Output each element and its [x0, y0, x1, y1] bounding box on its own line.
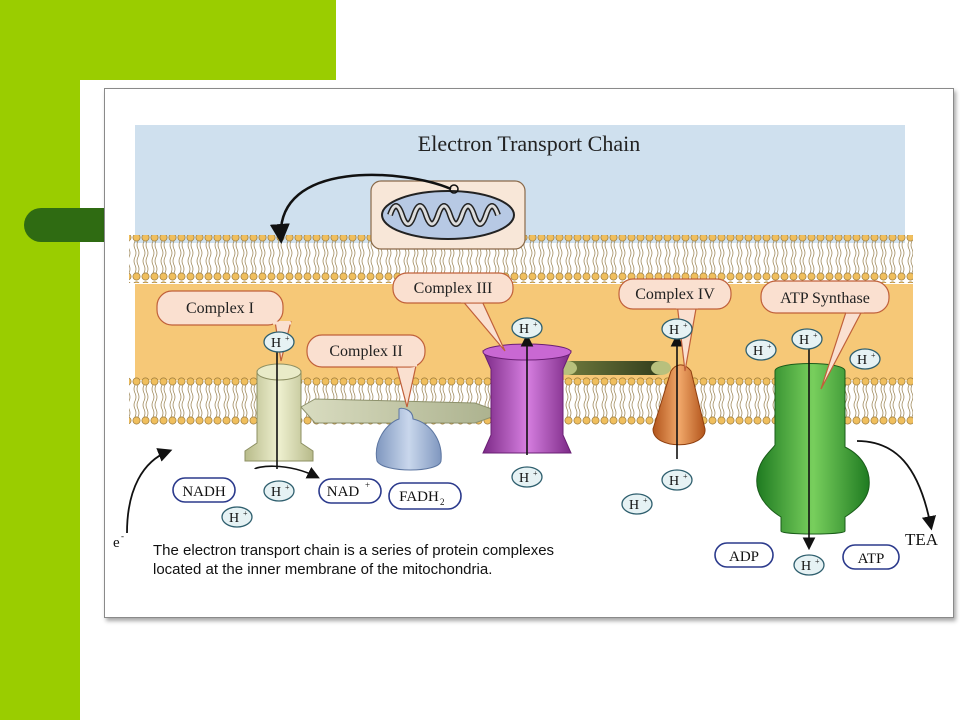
- complex-4-label: Complex IV: [635, 286, 715, 303]
- proton-label: H: [271, 485, 281, 500]
- proton-label: H: [801, 559, 811, 574]
- svg-text:-: -: [121, 531, 124, 541]
- nadh-pill: NADH: [172, 477, 236, 503]
- etc-diagram: Electron Transport Chain Complex I Compl…: [113, 125, 939, 576]
- proton-label: H: [629, 498, 639, 513]
- proton-charge: +: [683, 472, 688, 481]
- proton-charge: +: [243, 509, 248, 518]
- proton-charge: +: [767, 342, 772, 351]
- tea-arrow: [856, 440, 937, 531]
- proton-marker: H+: [793, 554, 825, 576]
- complex-2-label: Complex II: [329, 343, 402, 360]
- complex-1-label: Complex I: [186, 300, 254, 317]
- fadh2-pill: FADH 2: [388, 482, 462, 510]
- proton-charge: +: [533, 320, 538, 329]
- proton-marker: H+: [263, 480, 295, 502]
- proton-label: H: [271, 336, 281, 351]
- proton-marker: H+: [621, 493, 653, 515]
- atp-pill: ATP: [842, 544, 900, 570]
- proton-marker: H+: [661, 318, 693, 340]
- tea-label: TEA: [905, 530, 939, 549]
- proton-label: H: [519, 471, 529, 486]
- proton-charge: +: [285, 483, 290, 492]
- complex-3-label: Complex III: [414, 280, 493, 297]
- proton-markers: H+H+H+H+H+H+H+H+H+H+H+H+: [221, 317, 881, 576]
- adp-pill: ADP: [714, 542, 774, 568]
- diagram-frame: Electron Transport Chain Complex I Compl…: [104, 88, 954, 618]
- proton-charge: +: [285, 334, 290, 343]
- svg-text:2: 2: [440, 497, 445, 507]
- caption-line-2: located at the inner membrane of the mit…: [153, 561, 493, 578]
- nad-pill: NAD +: [318, 478, 382, 504]
- proton-charge: +: [643, 496, 648, 505]
- svg-text:NADH: NADH: [182, 484, 225, 500]
- slide-accent-left: [0, 0, 80, 720]
- callout-atp-synthase: ATP Synthase: [760, 280, 890, 390]
- zoom-arrow: [269, 173, 452, 244]
- proton-charge: +: [533, 469, 538, 478]
- proton-charge: +: [683, 321, 688, 330]
- proton-label: H: [669, 474, 679, 489]
- cytochrome-c-bar: [563, 361, 667, 375]
- proton-marker: H+: [511, 317, 543, 339]
- slide-tab-marker: [24, 208, 112, 242]
- caption-line-1: The electron transport chain is a series…: [153, 542, 555, 559]
- proton-charge: +: [815, 557, 820, 566]
- proton-charge: +: [871, 351, 876, 360]
- diagram-title: Electron Transport Chain: [418, 131, 640, 156]
- proton-label: H: [753, 344, 763, 359]
- proton-marker: H+: [745, 339, 777, 361]
- proton-marker: H+: [263, 331, 295, 353]
- proton-marker: H+: [849, 348, 881, 370]
- atp-synthase-label: ATP Synthase: [780, 290, 870, 307]
- proton-label: H: [799, 333, 809, 348]
- electron-arrow: [126, 448, 173, 534]
- svg-text:NAD: NAD: [327, 484, 360, 500]
- proton-label: H: [519, 322, 529, 337]
- callout-complex-2: Complex II: [306, 334, 426, 408]
- proton-marker: H+: [511, 466, 543, 488]
- svg-text:ATP: ATP: [858, 551, 885, 567]
- proton-charge: +: [813, 331, 818, 340]
- proton-marker: H+: [221, 506, 253, 528]
- svg-text:e: e: [113, 535, 120, 551]
- atp-synthase: [756, 363, 870, 535]
- svg-text:FADH: FADH: [399, 489, 439, 505]
- svg-text:+: +: [365, 480, 370, 490]
- proton-marker: H+: [661, 469, 693, 491]
- complex-1: [244, 370, 314, 462]
- proton-label: H: [229, 511, 239, 526]
- proton-label: H: [857, 353, 867, 368]
- complex-2: [375, 407, 442, 471]
- svg-text:ADP: ADP: [729, 549, 759, 565]
- electron-label: e -: [113, 531, 124, 551]
- proton-marker: H+: [791, 328, 823, 350]
- callout-complex-3: Complex III: [392, 272, 514, 352]
- proton-label: H: [669, 323, 679, 338]
- diagram-caption: The electron transport chain is a series…: [153, 541, 713, 579]
